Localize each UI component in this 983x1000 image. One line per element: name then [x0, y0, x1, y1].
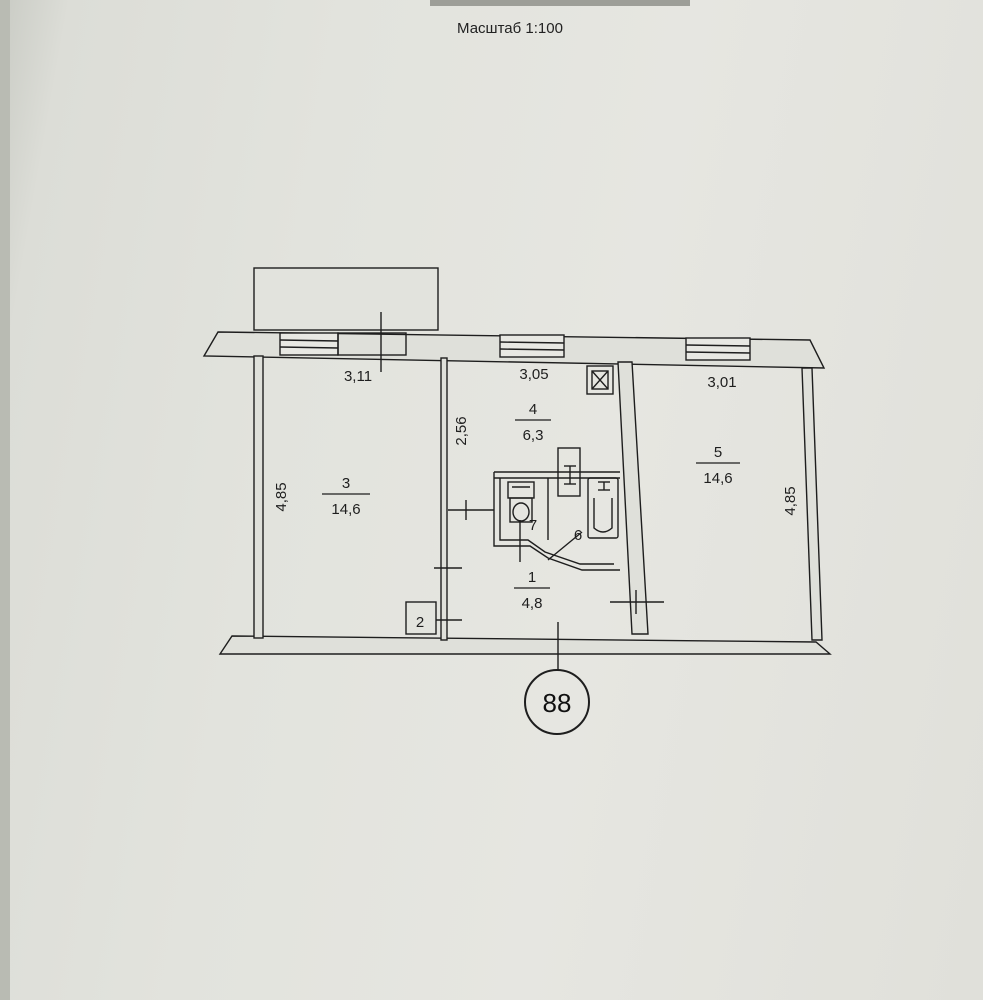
room-4-label: 4 6,3 [515, 401, 551, 444]
outer-wall-right [801, 367, 823, 641]
room-1-label: 1 4,8 [514, 569, 550, 612]
room-1-area: 4,8 [522, 595, 543, 612]
room-3-number: 3 [342, 475, 350, 492]
partition-4-5 [617, 361, 649, 635]
paper-left-edge [0, 0, 10, 1000]
partition-3-4 [440, 357, 448, 641]
room-1-number: 1 [528, 569, 536, 586]
room-5-area: 14,6 [703, 470, 732, 487]
outer-wall-left [253, 355, 264, 639]
bathtub-icon [587, 477, 619, 539]
dimension-room4-width: 3,05 [519, 366, 548, 383]
paper-top-tab [430, 0, 690, 6]
floor-plan [202, 267, 832, 670]
sanitary-block-wall-inner [499, 478, 614, 565]
dimension-room4-length: 2,56 [453, 416, 470, 445]
room-5-number: 5 [714, 444, 722, 461]
scale-title: Масштаб 1:100 [457, 20, 563, 37]
room-2-number: 2 [416, 614, 424, 631]
door-swing-icon [547, 531, 583, 561]
sink-icon [557, 447, 581, 497]
closet-room2 [405, 601, 437, 635]
window-room5 [685, 337, 751, 361]
apartment-number-badge: 88 [524, 669, 590, 735]
dimension-room3-width: 3,11 [344, 368, 372, 385]
balcony-door [337, 332, 407, 356]
balcony [253, 267, 439, 331]
ventilation-shaft-icon [586, 365, 614, 395]
room-4-number: 4 [529, 401, 537, 418]
window-room4 [499, 334, 565, 358]
room-3-label: 3 14,6 [322, 475, 370, 518]
apartment-number: 88 [543, 688, 572, 718]
dimension-room5-width: 3,01 [707, 374, 736, 391]
room-6-number: 6 [574, 527, 582, 544]
outer-wall-bottom [218, 635, 832, 655]
room-7-number: 7 [529, 517, 537, 534]
dimension-room5-length: 4,85 [782, 486, 799, 515]
sanitary-block-wall [493, 472, 620, 571]
room-3-area: 14,6 [331, 501, 360, 518]
window-room3 [279, 332, 339, 356]
room-5-label: 5 14,6 [696, 444, 740, 487]
dimension-room3-length: 4,85 [273, 482, 290, 511]
toilet-icon [507, 481, 535, 523]
room-4-area: 6,3 [523, 427, 544, 444]
